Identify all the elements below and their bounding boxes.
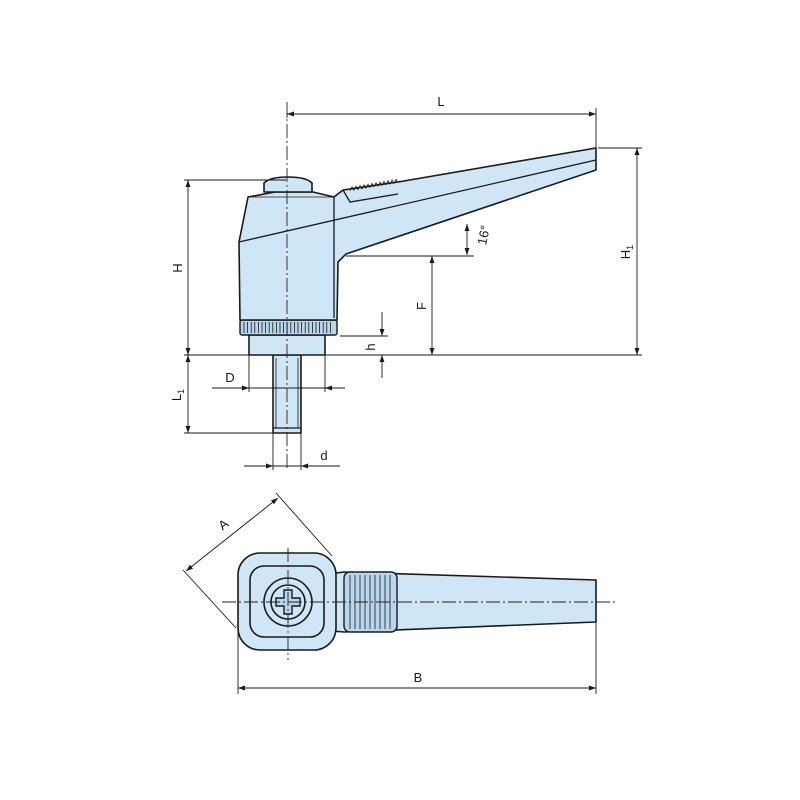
serration (349, 178, 399, 192)
top-view: A B (182, 492, 618, 694)
label-A: A (215, 516, 231, 533)
label-H: H (170, 263, 185, 272)
dimension-h: h (363, 312, 385, 378)
knurled-ring (239, 319, 338, 336)
serration-tooth (361, 184, 367, 190)
dimension-L1: L1 (169, 355, 191, 433)
dimension-F: F (414, 256, 435, 355)
dimension-H: H (170, 180, 191, 355)
serration-tooth (381, 180, 387, 186)
label-H1: H1 (618, 245, 635, 259)
dimension-d: d (244, 448, 340, 469)
label-F: F (414, 302, 429, 310)
serration-tooth (377, 181, 383, 187)
dimension-L: L (287, 94, 596, 117)
label-L1: L1 (169, 389, 186, 401)
label-D: D (225, 370, 234, 385)
side-view: L H H1 F h 16° (169, 94, 642, 470)
serration-tooth (369, 182, 375, 188)
dimension-angle: 16° (464, 224, 493, 255)
dimension-B: B (237, 622, 597, 694)
label-angle: 16° (474, 224, 493, 246)
serration-tooth (353, 185, 359, 191)
label-d: d (320, 448, 327, 463)
serration-tooth (393, 178, 399, 184)
serration-tooth (373, 181, 379, 187)
label-L: L (437, 94, 444, 109)
dimension-D: D (212, 370, 345, 391)
label-h: h (363, 343, 378, 350)
dimension-H1: H1 (618, 148, 640, 355)
label-B: B (414, 670, 423, 685)
serration-tooth (349, 186, 355, 192)
serration-tooth (365, 183, 371, 189)
serration-tooth (357, 184, 363, 190)
screw-head (263, 176, 313, 193)
serration-tooth (385, 179, 391, 185)
handle-body (238, 147, 597, 321)
serration-tooth (389, 179, 395, 185)
